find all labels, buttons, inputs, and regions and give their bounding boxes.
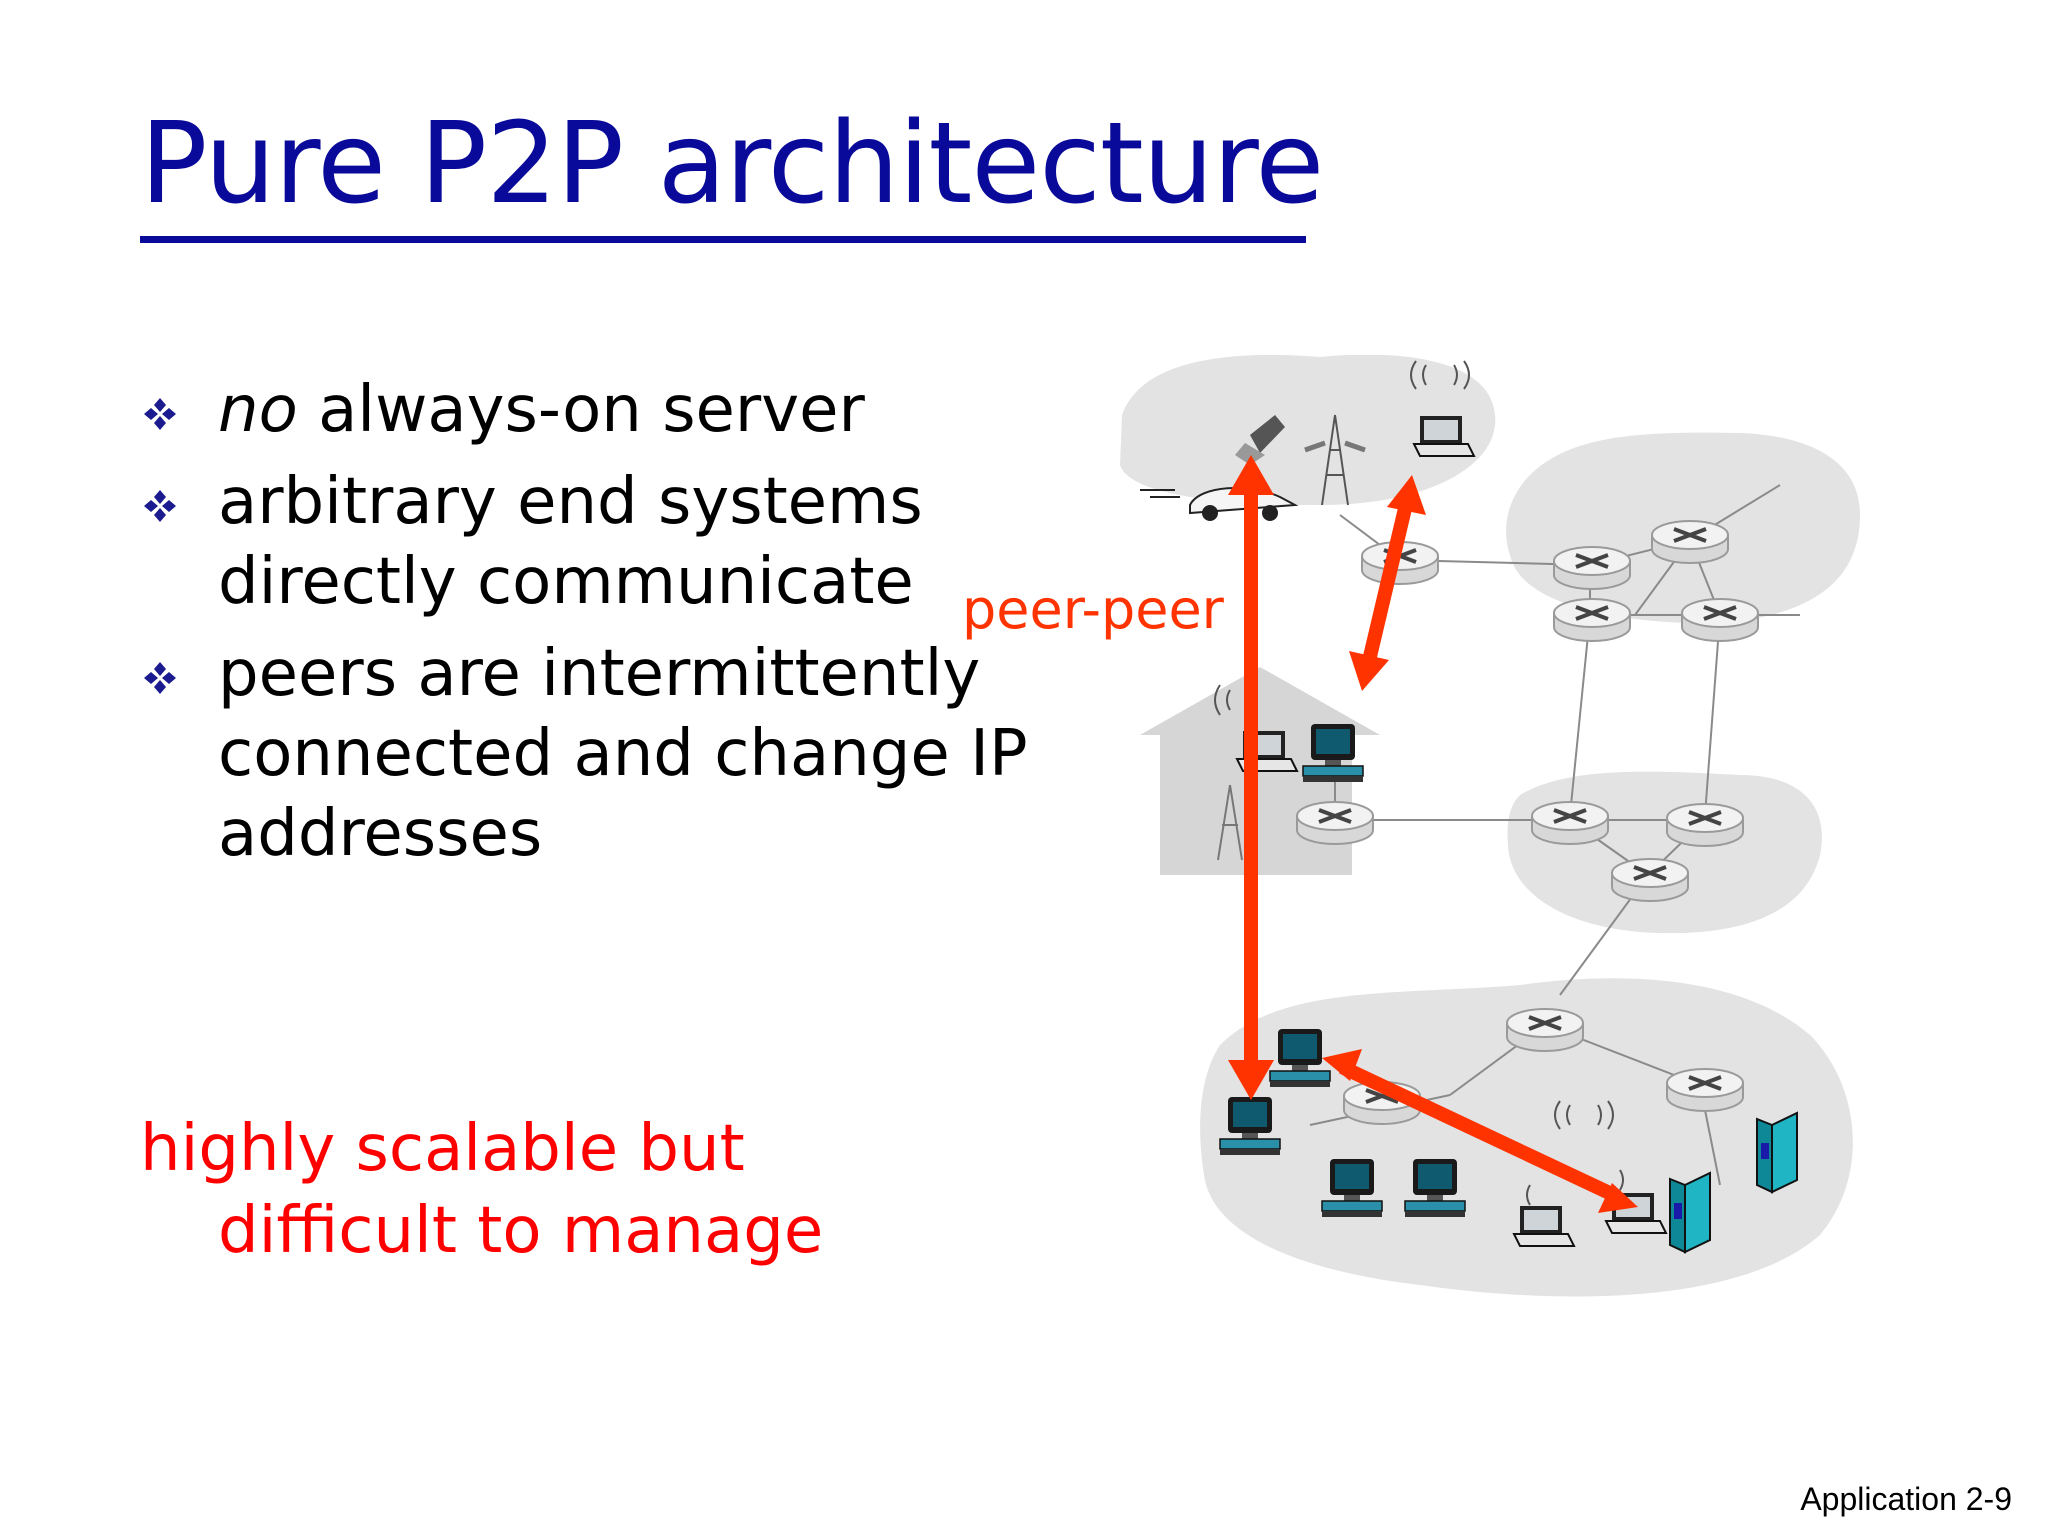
title-underline (140, 236, 1306, 243)
bullet-item: arbitrary end systems directly communica… (140, 462, 1040, 622)
phone-icon (1235, 415, 1285, 465)
peer-peer-label: peer-peer (962, 578, 1224, 641)
conclusion-line-1: highly scalable but (140, 1112, 745, 1186)
desktop-pc-icon (1321, 1158, 1383, 1218)
desktop-pc-icon (1269, 1028, 1331, 1088)
p2p-network-diagram (1120, 355, 1860, 1297)
bullet-text: peers are intermittently connected and c… (218, 637, 1028, 871)
conclusion-text: highly scalable but difficult to manage (140, 1108, 1040, 1272)
router-icon (1665, 1067, 1745, 1113)
router-icon (1295, 800, 1375, 846)
regional-network-cloud (1507, 771, 1822, 934)
slide-title: Pure P2P architecture (140, 99, 1324, 229)
bullet-item: no always-on server (140, 370, 1040, 450)
bullet-text: always-on server (297, 373, 865, 447)
server-icon (1756, 1111, 1798, 1194)
peer-peer-arrows (1228, 455, 1638, 1213)
router-icon (1680, 597, 1760, 643)
router-icon (1650, 519, 1730, 565)
bullet-list: no always-on server arbitrary end system… (140, 370, 1040, 886)
cell-tower-icon (1304, 414, 1366, 506)
slide-footer: Application 2-9 (1800, 1481, 2012, 1517)
diamond-bullet-icon (144, 490, 176, 522)
router-icon (1505, 1007, 1585, 1053)
router-icon (1552, 545, 1632, 591)
wifi-icon (1410, 360, 1470, 390)
wifi-icon (1526, 1100, 1624, 1206)
router-icon (1610, 857, 1690, 903)
car-icon (1140, 487, 1299, 521)
router-icon (1665, 802, 1745, 848)
router-icon (1530, 800, 1610, 846)
desktop-pc-icon (1219, 1096, 1281, 1156)
cell-tower-icon (1217, 784, 1243, 861)
bullet-item: peers are intermittently connected and c… (140, 634, 1040, 874)
router-icon (1552, 597, 1632, 643)
bullet-text: arbitrary end systems directly communica… (218, 465, 923, 619)
bullet-emphasis: no (218, 373, 298, 447)
diamond-bullet-icon (144, 398, 176, 430)
conclusion-line-2: difficult to manage (218, 1194, 824, 1268)
diamond-bullet-icon (144, 662, 176, 694)
server-icon (1669, 1171, 1711, 1254)
wireless-network-cloud (1120, 355, 1496, 505)
wifi-icon (1214, 684, 1231, 716)
desktop-pc-icon (1404, 1158, 1466, 1218)
desktop-pc-icon (1302, 723, 1364, 783)
